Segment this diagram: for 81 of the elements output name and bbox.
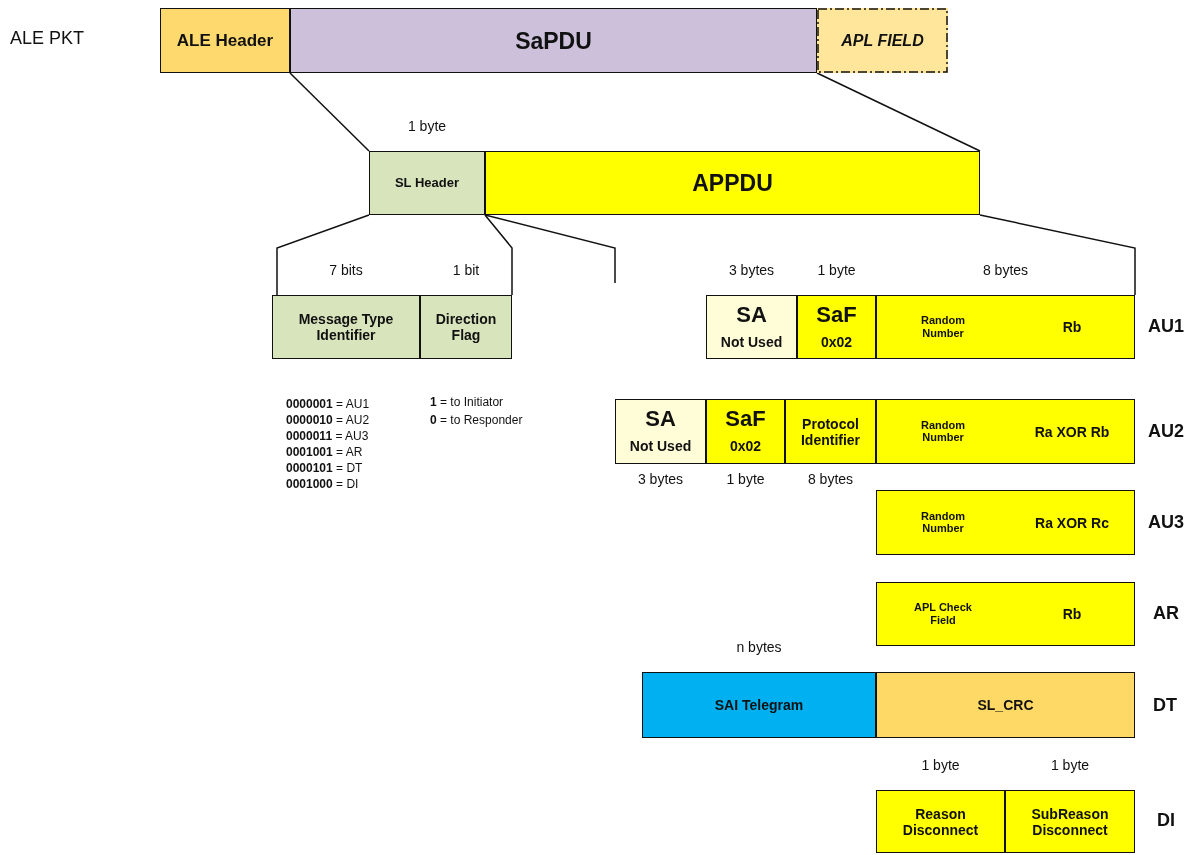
code-legend-text: 1 = to Initiator	[430, 395, 504, 409]
field-label: SaF	[724, 406, 767, 432]
field-label: Direction Flag	[434, 310, 498, 344]
row-label: AR	[1153, 603, 1179, 624]
row-label: AU1	[1148, 316, 1184, 337]
field-label: Protocol Identifier	[799, 415, 862, 448]
row-label: AU2	[1148, 421, 1184, 442]
size-label: n bytes	[736, 639, 782, 655]
field-box	[706, 399, 785, 464]
field-label: SA	[644, 406, 677, 432]
expansion-line	[276, 214, 370, 296]
field-label: Not Used	[719, 334, 784, 351]
size-label: 1 byte	[726, 471, 765, 487]
field-label: Random Number	[920, 418, 966, 445]
field-label: Rb	[1061, 318, 1083, 336]
field-label: Message Type Identifier	[297, 310, 395, 344]
field-label: 0x02	[819, 334, 854, 351]
field-box	[706, 295, 797, 359]
field-box	[817, 8, 948, 73]
field-box	[876, 582, 1135, 646]
field-box	[876, 672, 1135, 738]
field-label: Reason Disconnect	[901, 805, 980, 838]
field-box	[160, 8, 290, 73]
field-box	[876, 490, 1135, 555]
field-label: ALE Header	[175, 30, 275, 51]
code-legend-text: 0000001 = AU1	[286, 397, 370, 411]
field-box	[876, 399, 1135, 464]
field-label: 0x02	[728, 438, 763, 455]
size-label: 1 byte	[1050, 757, 1090, 773]
size-label: 1 bit	[452, 262, 480, 278]
field-label: Not Used	[628, 438, 693, 455]
row-label: DI	[1157, 810, 1175, 831]
code-legend-text: 0000011 = AU3	[286, 429, 369, 443]
title-label: ALE PKT	[10, 28, 85, 49]
code-legend-text: 0001000 = DI	[286, 477, 359, 491]
field-box	[272, 295, 420, 359]
field-label: APL Check Field	[913, 601, 973, 627]
code-legend-text: 0001001 = AR	[286, 445, 363, 459]
expansion-line	[484, 214, 513, 296]
expansion-line	[979, 214, 1136, 296]
field-label: SubReason Disconnect	[1030, 805, 1110, 838]
field-label: SL_CRC	[976, 696, 1035, 714]
field-label: Random Number	[920, 314, 966, 340]
expansion-line	[484, 214, 616, 284]
size-label: 1 byte	[817, 262, 856, 278]
field-box	[485, 151, 980, 215]
field-label: Ra XOR Rb	[1033, 423, 1111, 440]
size-label: 7 bits	[329, 262, 363, 278]
field-label: Random Number	[920, 509, 966, 536]
field-box	[420, 295, 512, 359]
field-box	[290, 8, 817, 73]
field-label: Rb	[1061, 605, 1083, 623]
field-label: Ra XOR Rc	[1034, 514, 1110, 531]
size-label: 1 byte	[407, 118, 447, 134]
field-box	[369, 151, 485, 215]
field-label: SaF	[815, 302, 858, 328]
field-box	[642, 672, 876, 738]
code-legend-text: 0000101 = DT	[286, 461, 363, 475]
field-box	[876, 790, 1005, 853]
code-legend-text: 0000010 = AU2	[286, 413, 370, 427]
field-box	[876, 295, 1135, 359]
field-label: SA	[735, 302, 768, 328]
size-label: 3 bytes	[728, 262, 775, 278]
size-label: 3 bytes	[637, 471, 684, 487]
expansion-line	[816, 72, 981, 152]
code-legend-text: 0 = to Responder	[430, 413, 523, 427]
row-label: AU3	[1148, 512, 1184, 533]
field-label: SAI Telegram	[713, 696, 805, 714]
size-label: 8 bytes	[807, 471, 854, 487]
field-label: SaPDU	[514, 27, 593, 54]
size-label: 8 bytes	[982, 262, 1029, 278]
field-label: APL FIELD	[840, 31, 925, 50]
expansion-line	[289, 72, 370, 152]
field-box	[615, 399, 706, 464]
field-label: APPDU	[691, 169, 774, 197]
row-label: DT	[1153, 695, 1177, 716]
field-box	[1005, 790, 1135, 853]
field-box	[785, 399, 876, 464]
field-label: SL Header	[393, 175, 461, 191]
size-label: 1 byte	[921, 757, 960, 773]
field-box	[797, 295, 876, 359]
